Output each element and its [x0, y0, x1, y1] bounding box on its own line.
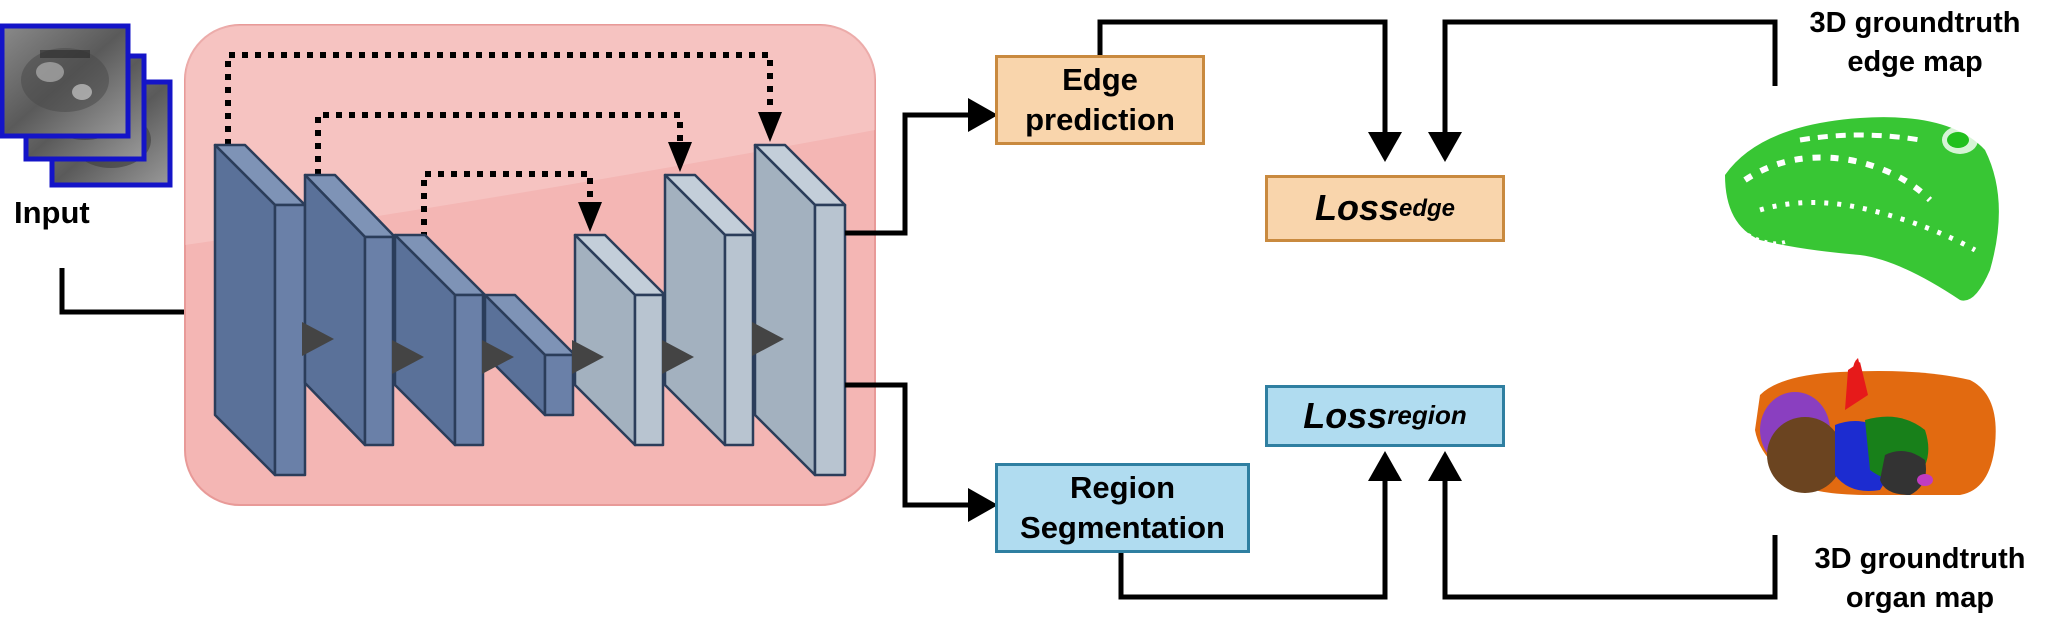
- edge-head-arrow: [968, 98, 998, 132]
- region-segmentation-box: Region Segmentation: [995, 463, 1250, 553]
- gt-organ-label: 3D groundtruth organ map: [1780, 540, 2060, 618]
- skip-arrow-head-2: [668, 142, 692, 172]
- gt-organ-line2: organ map: [1845, 582, 1995, 615]
- organ-map-render: [1755, 358, 1996, 495]
- edge-prediction-box: Edge prediction: [995, 55, 1205, 145]
- loss-region-sub: region: [1387, 400, 1467, 431]
- loss-edge-main: Loss: [1314, 187, 1399, 229]
- input-label: Input: [14, 195, 90, 230]
- edge-prediction-line2: prediction: [1025, 102, 1175, 137]
- region-head-arrow: [968, 488, 998, 522]
- region-segmentation-line1: Region: [1069, 469, 1176, 505]
- skip-connections: [225, 52, 773, 238]
- decoder-blocks: [573, 143, 847, 477]
- region-segmentation-line2: Segmentation: [1020, 510, 1225, 545]
- flow-arrows: [302, 322, 784, 374]
- gt-edge-label: 3D groundtruth edge map: [1770, 4, 2060, 82]
- skip-arrow-head-3: [578, 202, 602, 232]
- edge-prediction-line1: Edge: [1062, 61, 1138, 97]
- gt-edge-line1: 3D groundtruth: [1809, 7, 2021, 39]
- encoder-blocks: [213, 143, 577, 477]
- skip-arrow-head-1: [758, 112, 782, 142]
- loss-edge-sub: edge: [1399, 194, 1456, 222]
- edge-map-render: [1725, 117, 1999, 301]
- loss-region-main: Loss: [1303, 394, 1388, 436]
- input-arrow: [59, 268, 210, 315]
- gt-edge-line2: edge map: [1847, 46, 1983, 79]
- input-ct-slices: [0, 23, 173, 188]
- gt-organ-line1: 3D groundtruth: [1814, 543, 2026, 575]
